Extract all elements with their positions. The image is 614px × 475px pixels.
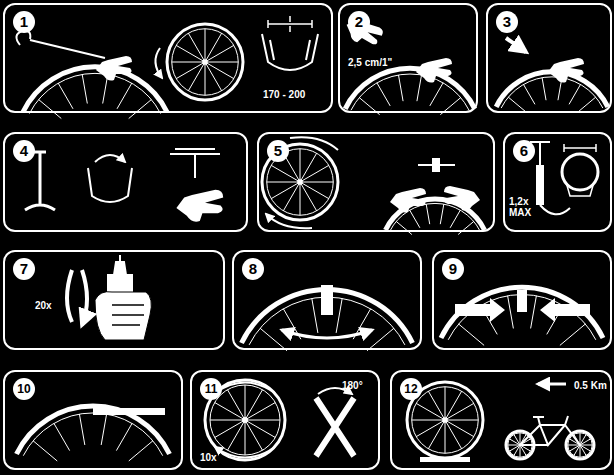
step-panel: 4 (3, 132, 248, 232)
tape (16, 31, 105, 58)
bike-frame (520, 416, 580, 445)
rim-arc (345, 68, 475, 115)
hand (444, 186, 480, 211)
step-note: 170 - 200 (263, 89, 327, 100)
step-panel: 2 2,5 cm/1" (338, 3, 478, 113)
hand (176, 190, 223, 222)
step4-art (25, 149, 223, 222)
step-note: 20x (35, 300, 65, 311)
step-panel: 10 (3, 370, 183, 470)
push-arrow (506, 38, 526, 52)
step-note: 1,2x MAX (509, 196, 535, 218)
hand (96, 56, 132, 81)
step-note: 180° (342, 380, 378, 391)
step-panel: 9 (432, 250, 612, 350)
step-number: 6 (513, 140, 535, 162)
step-number: 10 (13, 378, 35, 400)
step-panel: 3 (486, 3, 612, 113)
pump-body (536, 165, 544, 205)
hand (548, 58, 584, 83)
hand (390, 188, 426, 213)
turn-arrow (95, 155, 125, 162)
step-panel: 7 20x (3, 250, 225, 350)
step-panel: 11 10x 180° (190, 370, 380, 470)
step-number: 8 (242, 258, 264, 280)
ride-arrow (538, 383, 566, 386)
squeeze-arrow (455, 298, 505, 322)
rim-profile (88, 168, 132, 202)
rim-arc (441, 287, 603, 345)
step-number: 7 (13, 258, 35, 280)
step-number: 5 (267, 140, 289, 162)
rim-arc (496, 72, 608, 112)
flip-bars (316, 398, 354, 456)
rim-dimension (564, 144, 596, 196)
bottle (321, 285, 333, 315)
valve (25, 152, 55, 210)
level-bar (93, 408, 165, 415)
level-bar (420, 457, 470, 462)
step-panel: 12 0.5 Km (390, 370, 612, 470)
step7-art (67, 255, 151, 340)
step-panel: 8 (232, 250, 422, 350)
step-note: 0.5 Km (574, 380, 612, 391)
hand (95, 292, 151, 340)
step-note: 2,5 cm/1" (348, 57, 410, 68)
rim-profile (262, 34, 318, 70)
step-note: 10x (200, 452, 230, 463)
valve (517, 290, 527, 312)
shake-arrows (67, 270, 87, 325)
valve-rim (170, 149, 220, 178)
step6-art (530, 142, 598, 214)
dimension (268, 16, 312, 32)
step-panel: 1 170 - 200 (3, 3, 333, 113)
step-panel: 5 (257, 132, 495, 232)
rotate-arrow (282, 330, 372, 338)
step-number: 1 (13, 11, 35, 33)
step10-art (16, 406, 169, 461)
valve-core (432, 158, 440, 172)
wheel (167, 24, 243, 100)
step-number: 9 (442, 258, 464, 280)
step-number: 3 (496, 11, 518, 33)
step-number: 11 (200, 378, 222, 400)
step-number: 2 (348, 11, 370, 33)
step3-art (496, 38, 608, 112)
rim-arc (16, 406, 169, 461)
rotate-arrows (215, 383, 275, 458)
step-number: 4 (13, 140, 35, 162)
hand (416, 58, 452, 83)
step-number: 12 (400, 378, 422, 400)
squeeze-arrow (540, 298, 590, 322)
rotate-arrows (266, 137, 338, 228)
step12-art (407, 382, 594, 462)
step8-art (242, 285, 413, 351)
step9-art (441, 287, 603, 345)
rim-arc (23, 67, 167, 119)
rotate-arrow (155, 48, 162, 78)
fingers (112, 305, 144, 325)
step11-art (205, 380, 354, 460)
step1-art (16, 16, 318, 119)
step5-art (262, 137, 485, 234)
step-panel: 6 1,2x MAX (503, 132, 612, 232)
